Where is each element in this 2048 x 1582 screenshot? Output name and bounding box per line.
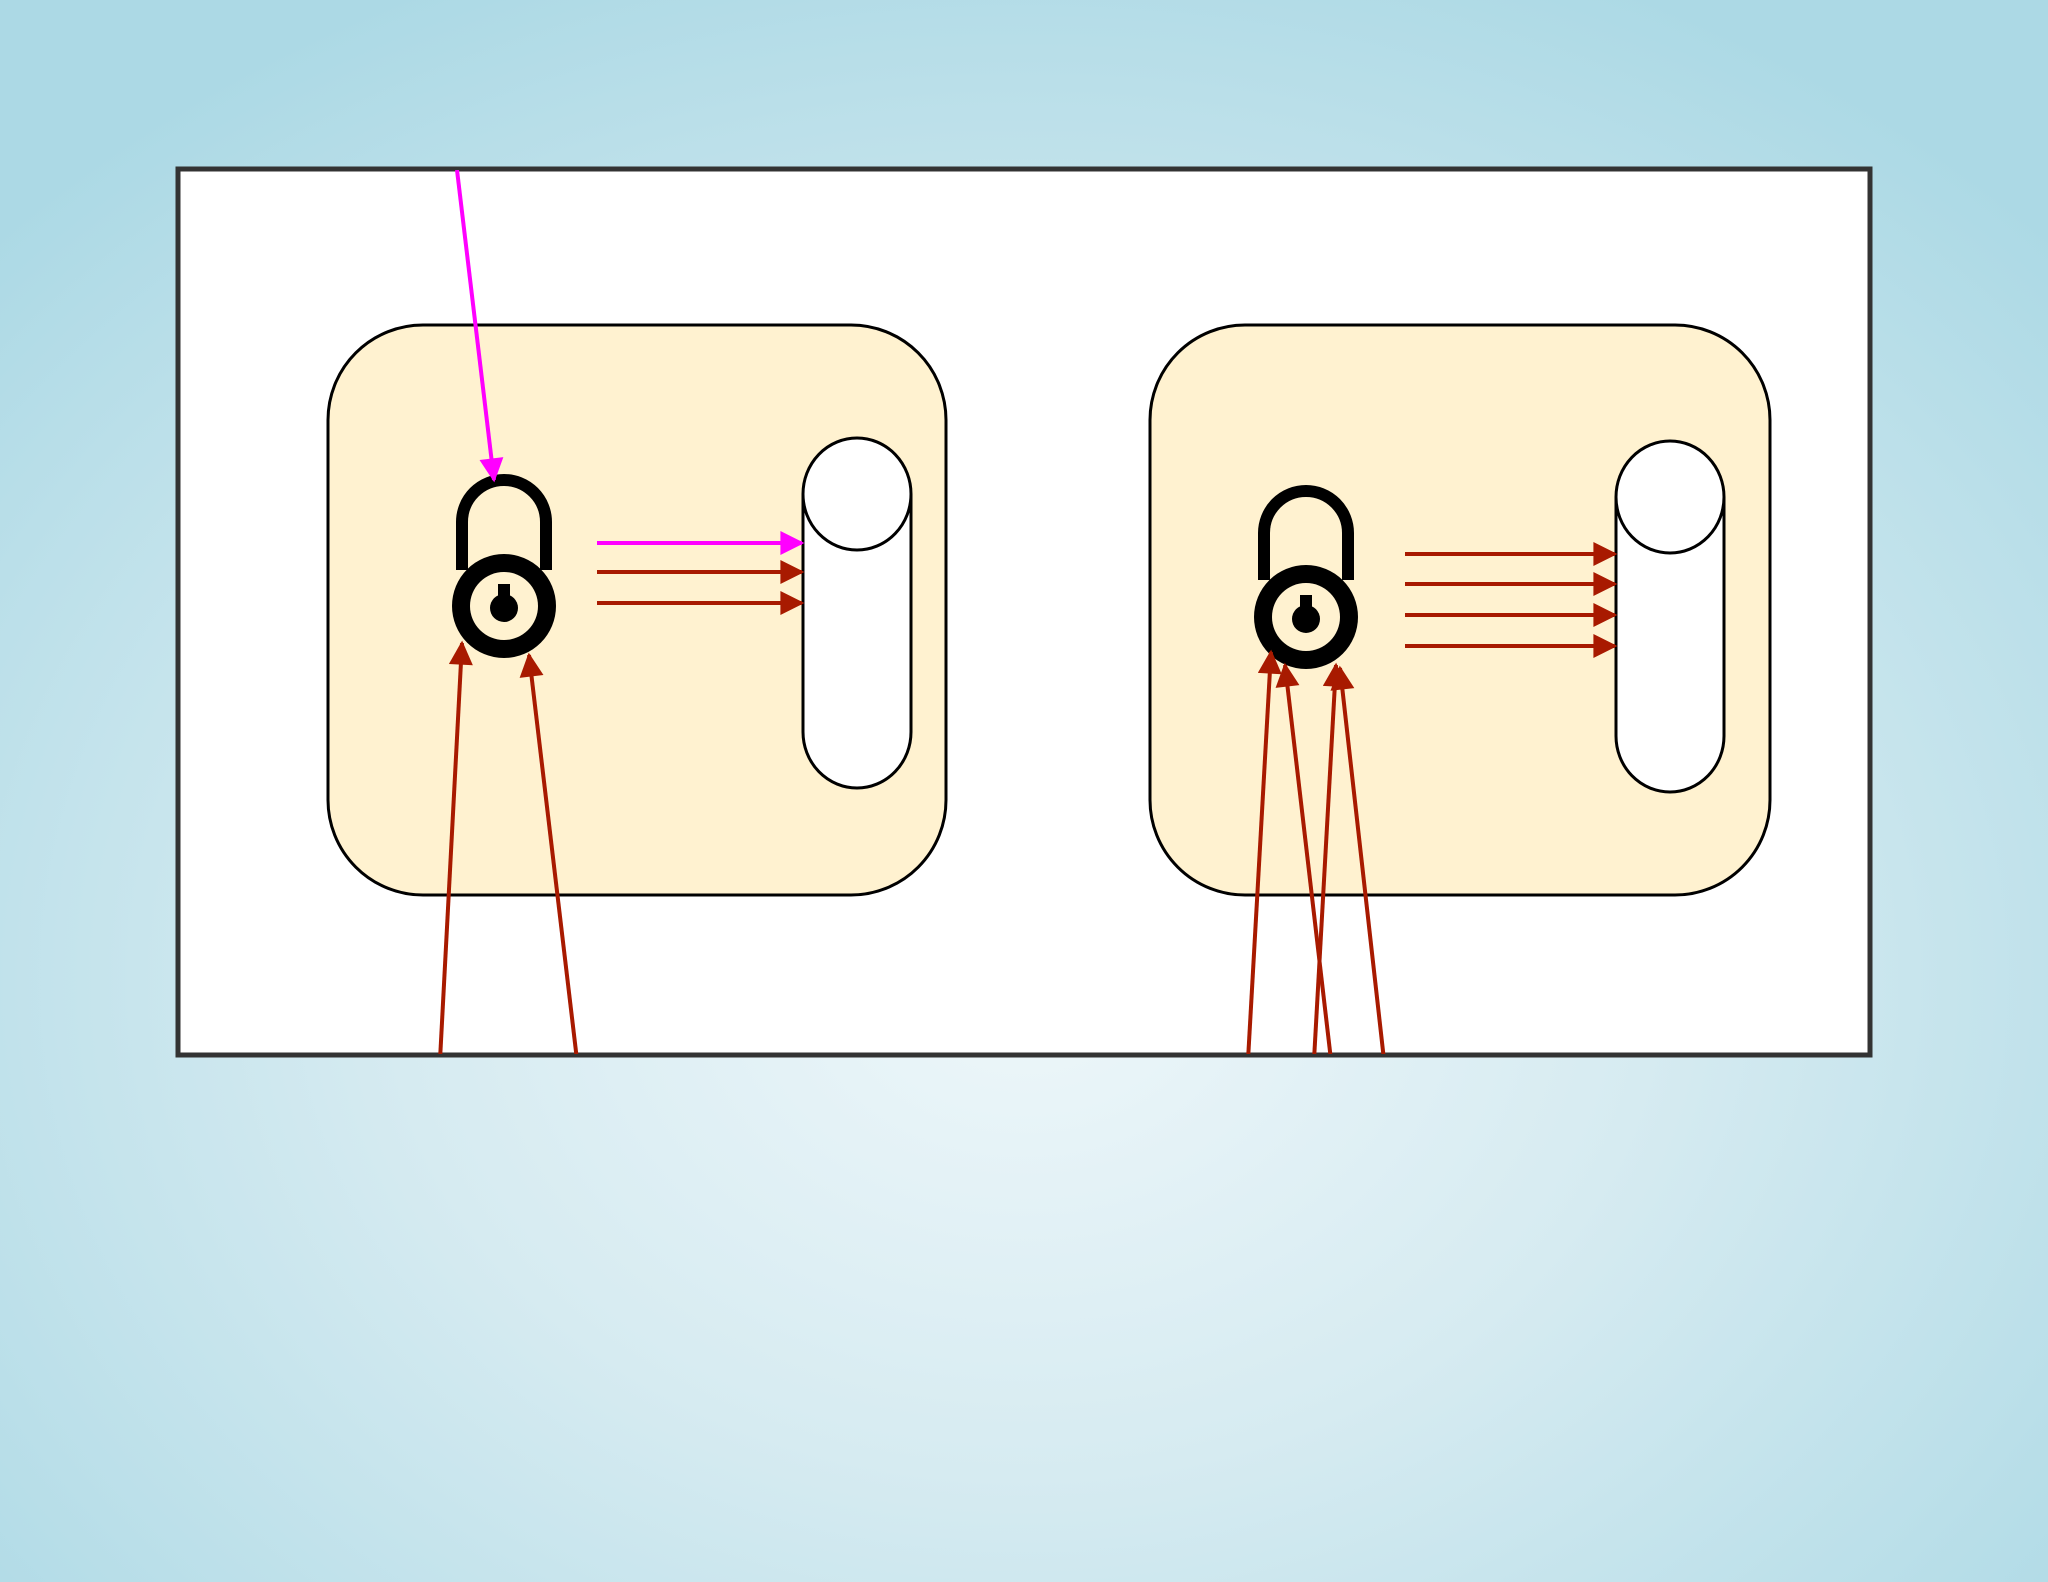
right-panel-box — [1148, 323, 1772, 897]
right-arrow-in-2 — [1275, 662, 1333, 1054]
left-arrow-in-1 — [438, 640, 473, 1054]
right-arrow-in-3 — [1312, 662, 1347, 1054]
right-arrow-in-4 — [1330, 665, 1386, 1054]
right-cylinder-icon — [1614, 439, 1726, 794]
left-cylinder-icon — [801, 436, 913, 790]
left-arrow-highlight-in — [455, 170, 504, 483]
left-arrow-in-2 — [519, 652, 579, 1054]
right-arrow-in-1 — [1246, 649, 1282, 1054]
left-padlock-icon — [452, 474, 556, 658]
right-padlock-icon — [1254, 485, 1358, 669]
left-panel — [326, 170, 948, 1054]
right-panel — [1148, 323, 1772, 1054]
